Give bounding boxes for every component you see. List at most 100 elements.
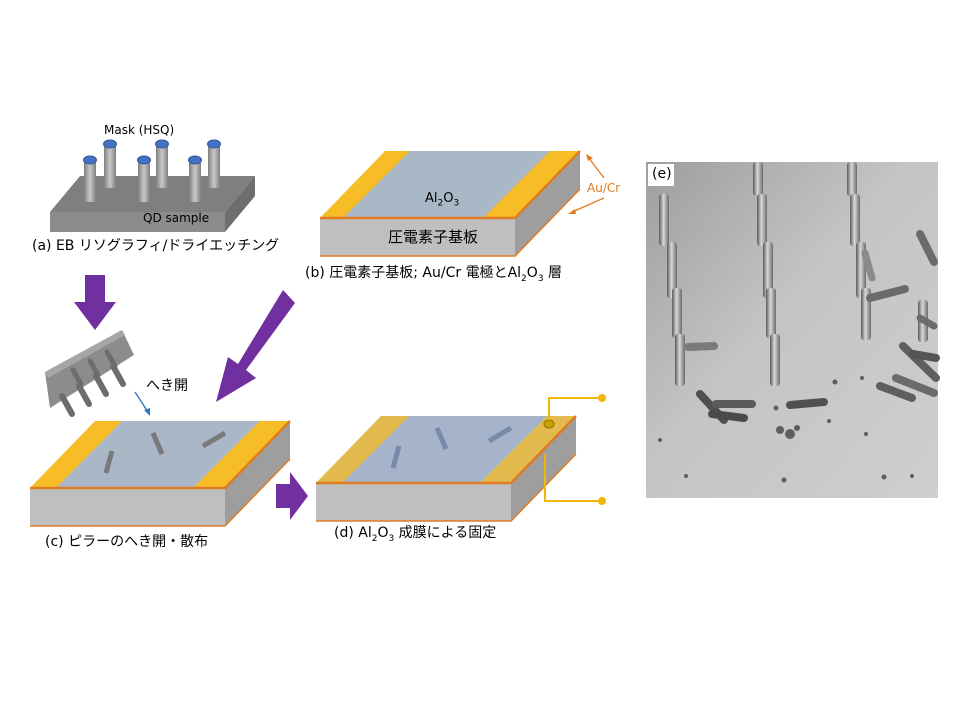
substrate-side: [225, 421, 290, 526]
terminal-bottom: [598, 497, 606, 505]
panel-d: [316, 394, 606, 522]
sample-top: [50, 176, 255, 212]
fallen-pillars: [684, 230, 940, 424]
standing-pillar: [770, 334, 780, 386]
mask-label: Mask (HSQ): [104, 123, 175, 137]
debris-particle: [860, 376, 864, 380]
debris-particle: [827, 419, 831, 423]
standing-pillar: [753, 162, 763, 196]
debris-particle: [832, 379, 838, 385]
scattered-pillar: [150, 432, 165, 455]
scattered-pillar: [103, 450, 115, 474]
sample-front: [50, 212, 225, 232]
wire-bottom: [544, 454, 601, 502]
peeling-comb: [45, 330, 134, 417]
caption-a: (a) EB リソグラフィ/ドライエッチング: [32, 238, 280, 254]
comb-tooth: [59, 393, 75, 417]
comb-tooth: [87, 358, 101, 378]
debris-particle: [864, 432, 868, 436]
panel-b: [320, 150, 605, 257]
debris-particle: [773, 405, 779, 411]
wire-top: [548, 397, 601, 420]
standing-pillar: [847, 162, 857, 196]
comb-tooth: [110, 363, 126, 387]
fallen-pillar: [786, 398, 828, 409]
comb-tooth: [70, 367, 84, 387]
substrate-bottom-edge: [316, 453, 577, 522]
debris-particle: [658, 438, 662, 442]
standing-pillars: [659, 162, 928, 386]
pillars-group: [83, 139, 221, 202]
debris: [658, 376, 914, 483]
scattered-pillar: [201, 430, 227, 449]
comb-tooth: [76, 383, 92, 407]
au-cr-pointer-bottom: [571, 197, 605, 213]
electrode-edge: [320, 150, 581, 220]
electrode-edge: [316, 415, 577, 485]
electrode-edge: [30, 420, 291, 490]
pillar: [155, 139, 169, 188]
caption-c: (c) ピラーのへき開・散布: [45, 534, 209, 550]
debris-particle: [776, 426, 784, 434]
fallen-pillar: [866, 285, 909, 302]
fallen-pillar: [892, 374, 938, 397]
fallen-pillar: [916, 314, 938, 330]
substrate-side: [511, 416, 576, 521]
panel-e-label: (e): [652, 166, 672, 182]
pointer-head: [568, 209, 576, 214]
pillar: [207, 139, 221, 188]
terminal-top: [598, 394, 606, 402]
standing-pillar: [667, 242, 677, 298]
standing-pillar: [675, 334, 685, 386]
caption-b: (b) 圧電素子基板; Au/Cr 電極とAl2O3 層: [305, 265, 562, 284]
sem-background: [646, 162, 938, 498]
electrode-label: Au/Cr: [587, 181, 621, 195]
debris-particle: [910, 474, 914, 478]
al2o3-film-overlay: [316, 416, 576, 483]
comb-tooth: [93, 373, 109, 397]
comb-top: [45, 330, 125, 378]
panel-e-sem-image: [646, 162, 940, 498]
debris-particle: [881, 474, 887, 480]
comb-tooth: [104, 349, 118, 369]
debris-particle: [781, 477, 787, 483]
debris-particle: [684, 474, 688, 478]
standing-pillar: [659, 194, 669, 246]
fixed-pillar: [434, 427, 449, 450]
fallen-pillar: [916, 230, 938, 266]
sem-label-box: [648, 164, 674, 186]
fallen-pillar: [708, 410, 748, 422]
pillar: [137, 155, 151, 202]
bond-pad: [543, 419, 555, 429]
standing-pillar: [850, 194, 860, 246]
arrow-down-a-to-c: [74, 275, 116, 330]
substrate-front: [320, 218, 515, 256]
substrate-bottom-edge: [320, 188, 581, 257]
fallen-pillar: [876, 382, 916, 402]
fixed-pillar: [487, 425, 513, 444]
caption-d: (d) Al2O3 成膜による固定: [334, 525, 497, 544]
pillar: [188, 155, 202, 202]
pointer-head: [586, 154, 593, 161]
fallen-pillar: [684, 342, 718, 351]
arrow-diagonal-b-to-c: [216, 290, 295, 402]
substrate-label: 圧電素子基板: [388, 228, 479, 246]
al2o3-layer-label: Al2O3: [425, 191, 460, 209]
pillar: [83, 155, 97, 202]
standing-pillar: [763, 242, 773, 298]
panel-a: [50, 139, 255, 232]
fallen-pillar: [909, 350, 940, 362]
au-cr-pointer-top: [587, 156, 605, 179]
fixed-pillar: [390, 445, 402, 469]
fallen-pillar: [899, 342, 940, 382]
standing-pillar: [757, 194, 767, 246]
peel-label: へき開: [146, 378, 188, 394]
standing-pillar: [672, 288, 682, 338]
debris-particle: [794, 425, 800, 431]
arrow-right-c-to-d: [276, 472, 308, 520]
pillar: [103, 139, 117, 188]
peel-pointer-head: [144, 408, 150, 416]
panel-c: [30, 420, 291, 527]
